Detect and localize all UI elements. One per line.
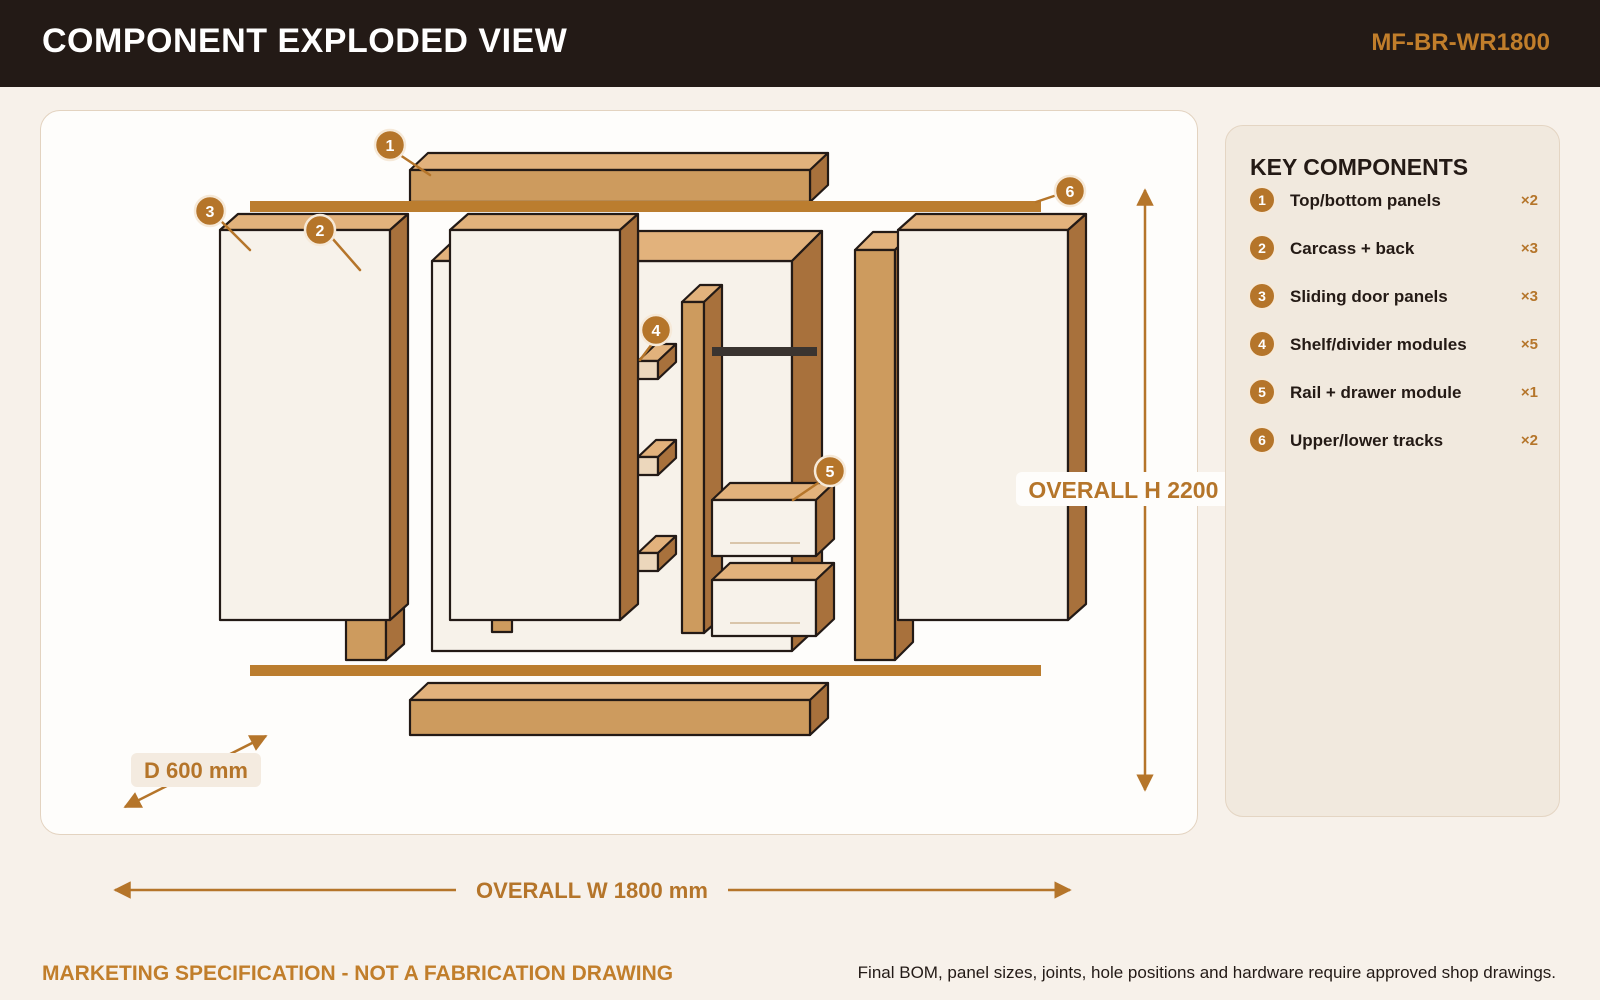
legend-item-name: Sliding door panels	[1290, 287, 1448, 306]
svg-text:4: 4	[652, 323, 661, 340]
door-panel-middle	[448, 212, 640, 622]
legend-item-name: Carcass + back	[1290, 239, 1415, 258]
footer-disclaimer: MARKETING SPECIFICATION - NOT A FABRICAT…	[42, 962, 674, 985]
depth-label-bg	[131, 753, 261, 787]
hanging-rail	[712, 347, 817, 356]
svg-text:2: 2	[316, 223, 325, 240]
legend-item-qty: ×2	[1520, 432, 1538, 449]
legend-item-name: Top/bottom panels	[1290, 191, 1441, 210]
page-title: COMPONENT EXPLODED VIEW	[42, 22, 568, 60]
shelf-module-3	[636, 534, 678, 573]
legend-item: 4 Shelf/divider modules ×5	[1248, 330, 1538, 360]
legend-badge: 4	[1248, 330, 1276, 358]
legend-item: 1 Top/bottom panels ×2	[1248, 186, 1538, 216]
legend-item-qty: ×3	[1520, 240, 1538, 257]
legend-item: 3 Sliding door panels ×3	[1248, 282, 1538, 312]
callout-3: 3	[193, 194, 227, 228]
callout-2: 2	[303, 213, 337, 247]
header-bar: COMPONENT EXPLODED VIEW MF-BR-WR1800	[0, 0, 1600, 87]
legend-item: 5 Rail + drawer module ×1	[1248, 378, 1538, 408]
shelf-module-2	[636, 438, 678, 477]
legend-title: KEY COMPONENTS	[1250, 154, 1469, 180]
legend-badge: 2	[1248, 234, 1276, 262]
legend-panel: KEY COMPONENTS 1 Top/bottom panels ×2 2 …	[1225, 125, 1560, 817]
legend-item-name: Shelf/divider modules	[1290, 335, 1467, 354]
divider-panel	[680, 283, 724, 635]
upper-track	[250, 201, 1041, 212]
svg-text:6: 6	[1066, 184, 1075, 201]
legend-item: 2 Carcass + back ×3	[1248, 234, 1538, 264]
legend-badge: 6	[1248, 426, 1276, 454]
svg-text:5: 5	[826, 464, 835, 481]
callout-4: 4	[639, 313, 673, 347]
legend-badge: 5	[1248, 378, 1276, 406]
drawer-lower	[710, 561, 836, 638]
footer-note: Final BOM, panel sizes, joints, hole pos…	[857, 963, 1556, 982]
legend-badge: 3	[1248, 282, 1276, 310]
callout-5: 5	[813, 454, 847, 488]
legend-item: 6 Upper/lower tracks ×2	[1248, 426, 1538, 456]
legend-item-qty: ×3	[1520, 288, 1538, 305]
legend-item-qty: ×5	[1520, 336, 1538, 353]
legend-item-qty: ×2	[1520, 192, 1538, 209]
shelf-module-1	[636, 342, 678, 381]
svg-text:1: 1	[386, 138, 395, 155]
legend-badge: 1	[1248, 186, 1276, 214]
door-panel-left	[218, 212, 410, 622]
legend-item-name: Rail + drawer module	[1290, 383, 1462, 402]
height-label-bg	[1016, 472, 1278, 506]
depth-dimension-label: D 600 mm	[144, 758, 248, 783]
product-code: MF-BR-WR1800	[1371, 29, 1550, 56]
legend-item-name: Upper/lower tracks	[1290, 431, 1444, 450]
callout-1: 1	[373, 128, 407, 162]
callout-6: 6	[1053, 174, 1087, 208]
width-dimension-label: OVERALL W 1800 mm	[476, 878, 708, 903]
top-panel	[408, 151, 830, 204]
lower-track	[250, 665, 1041, 676]
legend-item-qty: ×1	[1520, 384, 1538, 401]
bottom-panel	[408, 681, 830, 737]
door-panel-right	[896, 212, 1088, 622]
svg-text:3: 3	[206, 204, 215, 221]
drawer-upper	[710, 481, 836, 558]
